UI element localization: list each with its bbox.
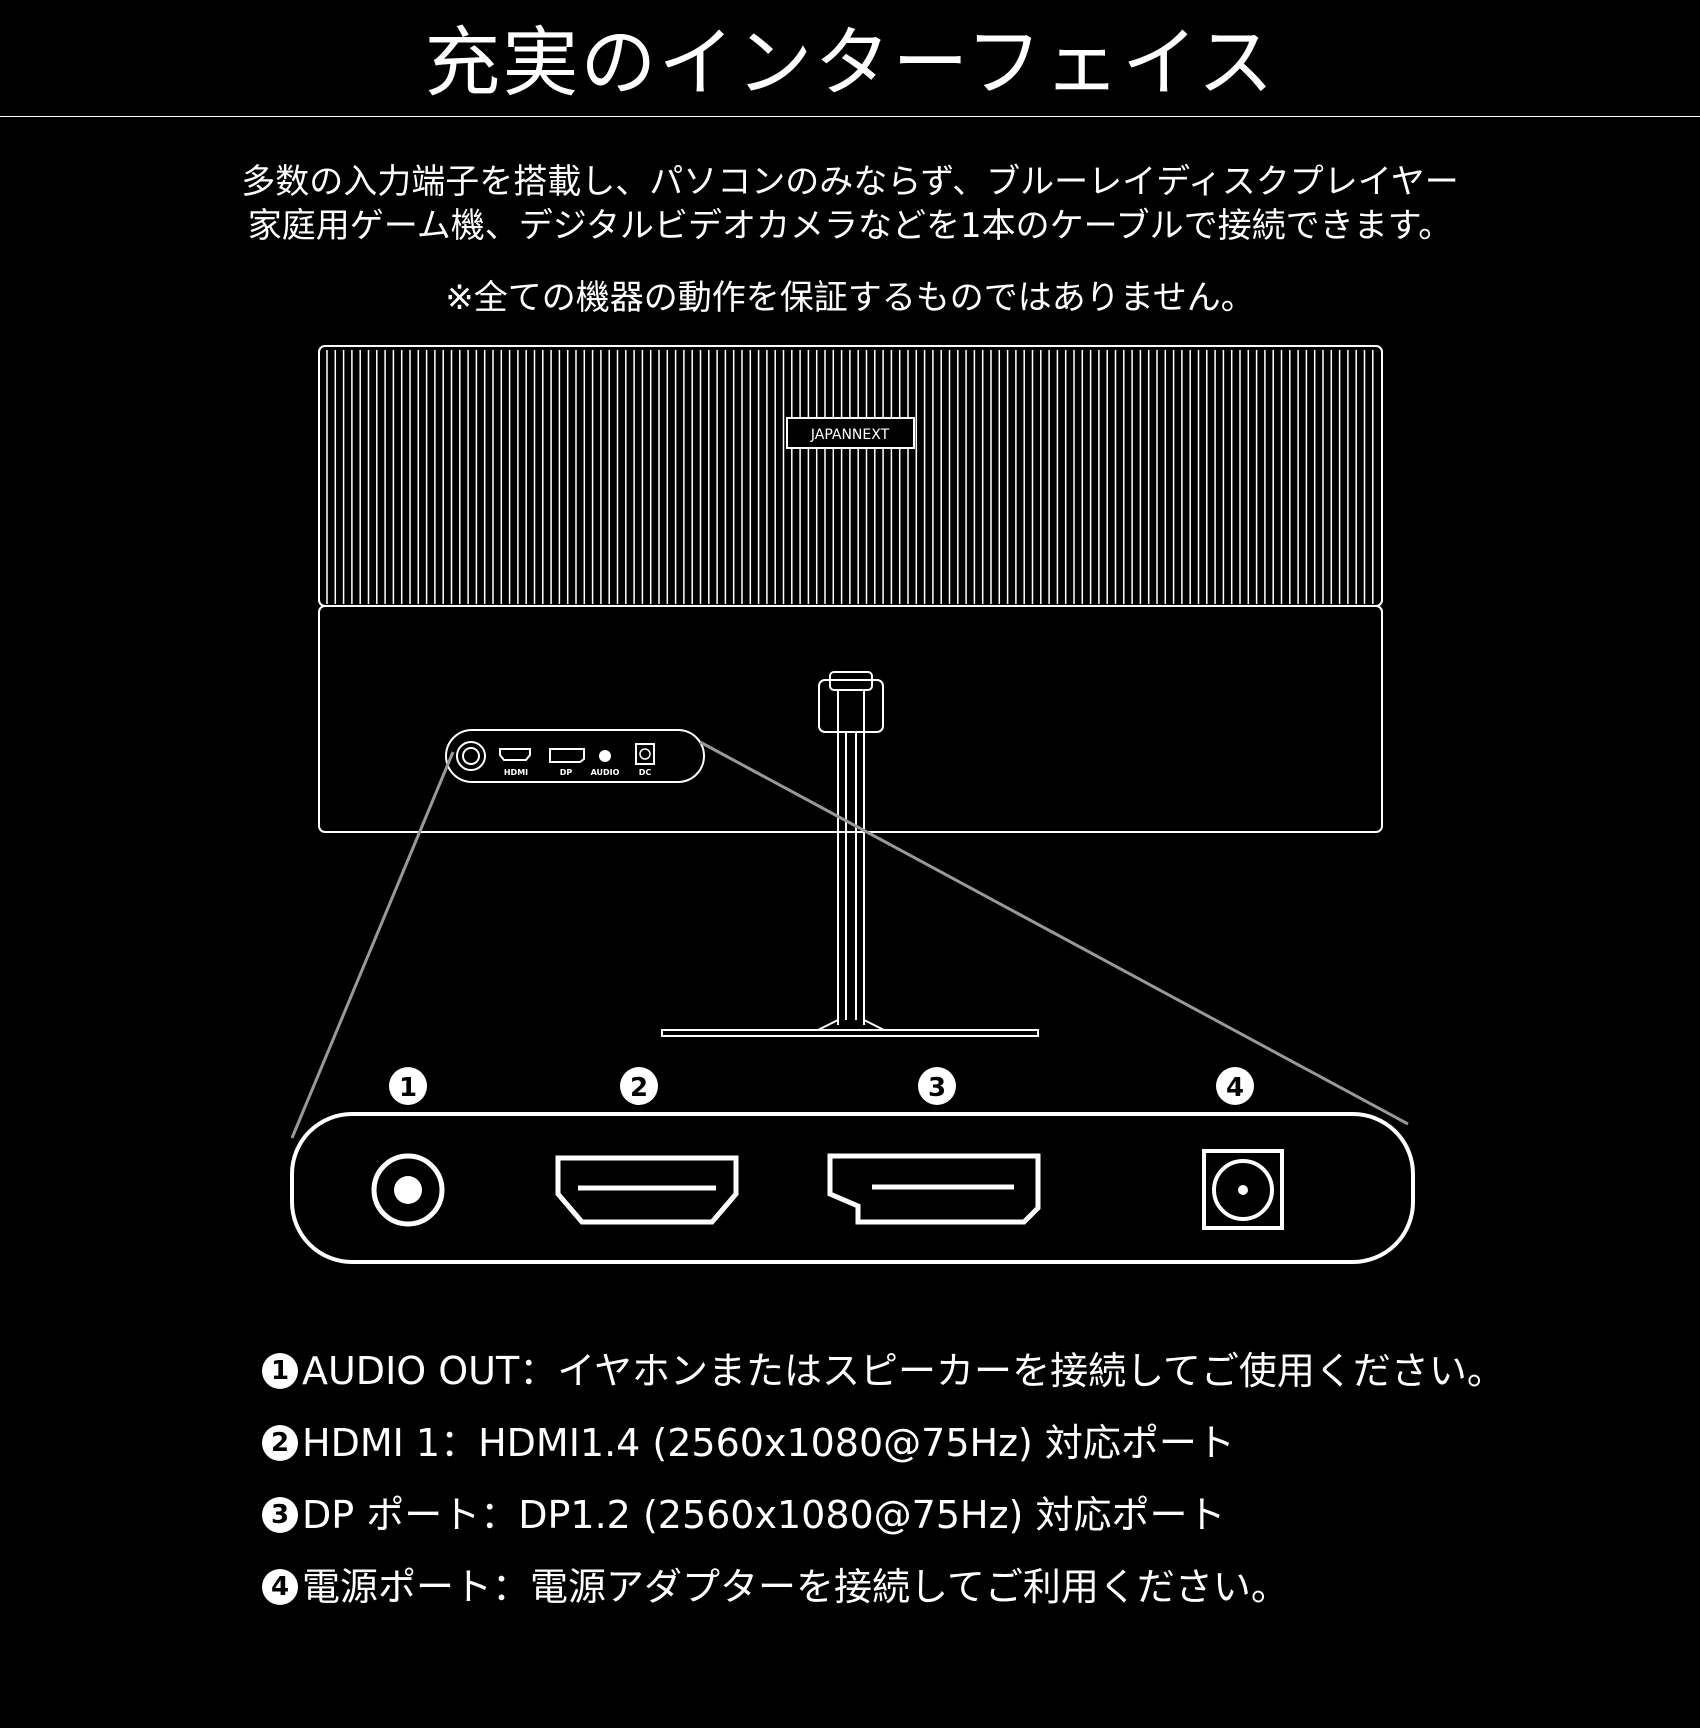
rear-label-audio: AUDIO xyxy=(591,768,620,777)
svg-text:4: 4 xyxy=(1226,1073,1244,1103)
port-number-4: 4 xyxy=(1216,1067,1254,1105)
rear-label-dp: DP xyxy=(560,768,573,777)
rear-label-dc: DC xyxy=(639,768,652,777)
legend-number-2: 2 xyxy=(262,1425,298,1461)
svg-text:2: 2 xyxy=(630,1073,648,1103)
title-divider xyxy=(0,116,1700,117)
dc-power-icon xyxy=(1202,1149,1284,1230)
hdmi-port-icon xyxy=(555,1155,739,1225)
legend-item-power: 4 電源ポート：電源アダプターを接続してご利用ください。 xyxy=(262,1551,1662,1623)
page-title: 充実のインターフェイス xyxy=(424,18,1276,107)
legend-text-audio: AUDIO OUT：イヤホンまたはスピーカーを接続してご使用ください。 xyxy=(302,1349,1505,1393)
legend-number-1: 1 xyxy=(262,1353,298,1389)
zoom-line-left xyxy=(290,751,455,1139)
legend-item-hdmi: 2 HDMI 1：HDMI1.4 (2560x1080@75Hz) 対応ポート xyxy=(262,1407,1662,1479)
port-number-2: 2 xyxy=(620,1067,658,1105)
svg-text:3: 3 xyxy=(928,1073,946,1103)
monitor-rear-upper xyxy=(318,345,1383,607)
rear-port-panel: HDMI DP AUDIO DC xyxy=(445,729,705,783)
legend-number-4: 4 xyxy=(262,1569,298,1605)
legend-text-dp: DP ポート：DP1.2 (2560x1080@75Hz) 対応ポート xyxy=(302,1493,1226,1537)
zoom-line-right xyxy=(699,740,1409,1126)
brand-logo: JAPANNEXT xyxy=(810,427,890,443)
legend-number-3: 3 xyxy=(262,1497,298,1533)
rear-label-hdmi: HDMI xyxy=(504,768,528,777)
legend-item-audio: 1 AUDIO OUT：イヤホンまたはスピーカーを接続してご使用ください。 xyxy=(262,1335,1662,1407)
svg-text:1: 1 xyxy=(399,1073,417,1103)
intro-line-1: 多数の入力端子を搭載し、パソコンのみならず、ブルーレイディスクプレイヤー xyxy=(241,162,1459,202)
monitor-stand xyxy=(661,671,1039,1037)
disclaimer-note: ※全ての機器の動作を保証するものではありません。 xyxy=(445,278,1255,318)
legend-text-power: 電源ポート：電源アダプターを接続してご利用ください。 xyxy=(302,1565,1289,1609)
enlarged-port-panel xyxy=(290,1112,1415,1264)
monitor-rear-lower xyxy=(318,605,1383,833)
brand-plate: JAPANNEXT xyxy=(786,417,915,449)
legend-text-hdmi: HDMI 1：HDMI1.4 (2560x1080@75Hz) 対応ポート xyxy=(302,1421,1235,1465)
port-number-3: 3 xyxy=(918,1067,956,1105)
displayport-icon xyxy=(827,1153,1041,1225)
port-legend: 1 AUDIO OUT：イヤホンまたはスピーカーを接続してご使用ください。 2 … xyxy=(262,1335,1662,1623)
intro-line-2: 家庭用ゲーム機、デジタルビデオカメラなどを1本のケーブルで接続できます。 xyxy=(247,206,1453,246)
intro-text: 多数の入力端子を搭載し、パソコンのみならず、ブルーレイディスクプレイヤー 家庭用… xyxy=(0,160,1700,248)
legend-item-dp: 3 DP ポート：DP1.2 (2560x1080@75Hz) 対応ポート xyxy=(262,1479,1662,1551)
port-number-1: 1 xyxy=(389,1067,427,1105)
audio-jack-icon xyxy=(371,1153,445,1227)
